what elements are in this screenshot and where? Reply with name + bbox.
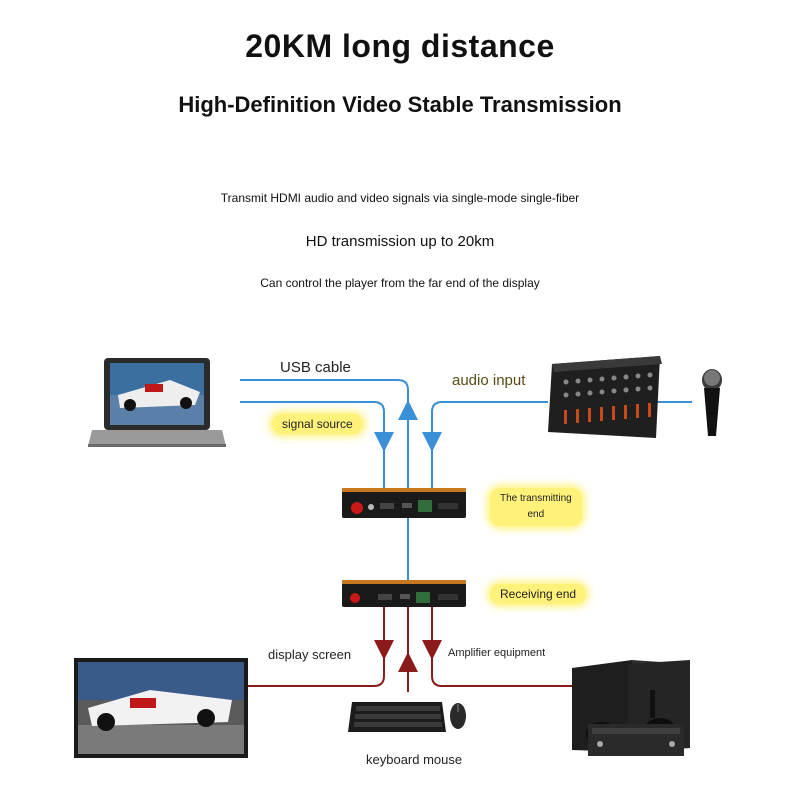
laptop-icon	[88, 358, 226, 447]
audio-mixer-icon	[548, 356, 662, 438]
amplifier-line	[422, 607, 572, 687]
speaker-icon	[572, 660, 690, 756]
display-screen-label: display screen	[268, 647, 352, 662]
page-title: 20KM long distance	[245, 28, 555, 64]
usb-cable-line	[240, 379, 418, 488]
transmitting-end-label-line-1: The transmitting	[500, 493, 572, 504]
transmitter-device-icon	[342, 488, 466, 518]
monitor-icon	[74, 658, 248, 758]
microphone-icon	[702, 369, 722, 436]
receiving-end-label: Receiving end	[490, 584, 587, 604]
display-screen-line	[248, 607, 394, 687]
signal-source-line	[240, 401, 394, 488]
mouse-icon	[450, 703, 466, 729]
usb-cable-label: USB cable	[280, 359, 351, 376]
audio-input-label: audio input	[452, 372, 526, 389]
feature-line-3: Can control the player from the far end …	[260, 276, 540, 290]
amplifier-equipment-label: Amplifier equipment	[448, 647, 546, 659]
feature-line-1: Transmit HDMI audio and video signals vi…	[220, 191, 580, 205]
page-subtitle: High-Definition Video Stable Transmissio…	[178, 92, 622, 117]
keyboard-icon	[348, 702, 446, 732]
feature-line-2: HD transmission up to 20km	[305, 233, 495, 250]
transmitting-end-label: The transmitting end	[490, 488, 582, 526]
transmitting-end-label-line-2: end	[527, 509, 545, 520]
signal-source-label: signal source	[272, 414, 363, 434]
keyboard-mouse-label: keyboard mouse	[366, 752, 463, 767]
receiver-device-icon	[342, 580, 466, 607]
